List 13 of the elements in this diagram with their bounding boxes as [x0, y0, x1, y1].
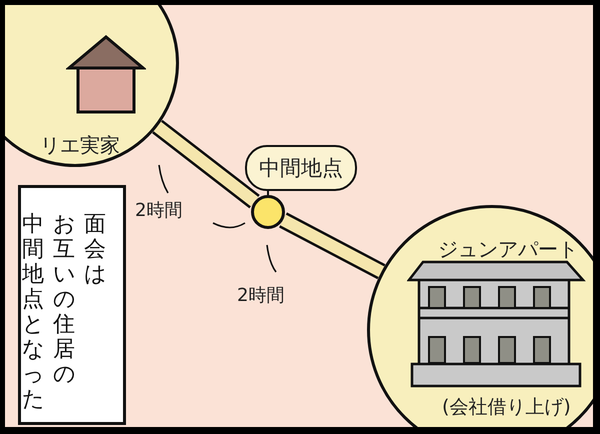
- building-note: (会社借り上げ): [442, 395, 571, 420]
- bubble-label: 中間地点: [259, 155, 343, 182]
- caption-box: [18, 185, 126, 425]
- speech-bubble: [245, 145, 357, 191]
- edge-label: 2時間: [135, 199, 182, 222]
- road: [279, 212, 386, 280]
- edge-label: 2時間: [237, 284, 284, 307]
- midpoint-dot: [251, 195, 285, 229]
- place-label: リエ実家: [40, 132, 120, 159]
- road: [152, 120, 260, 208]
- caption-text: 面会はお互いの住居の中間地点となった: [22, 212, 107, 412]
- building-name: ジュンアパート: [438, 236, 578, 263]
- leader-line: [267, 191, 269, 195]
